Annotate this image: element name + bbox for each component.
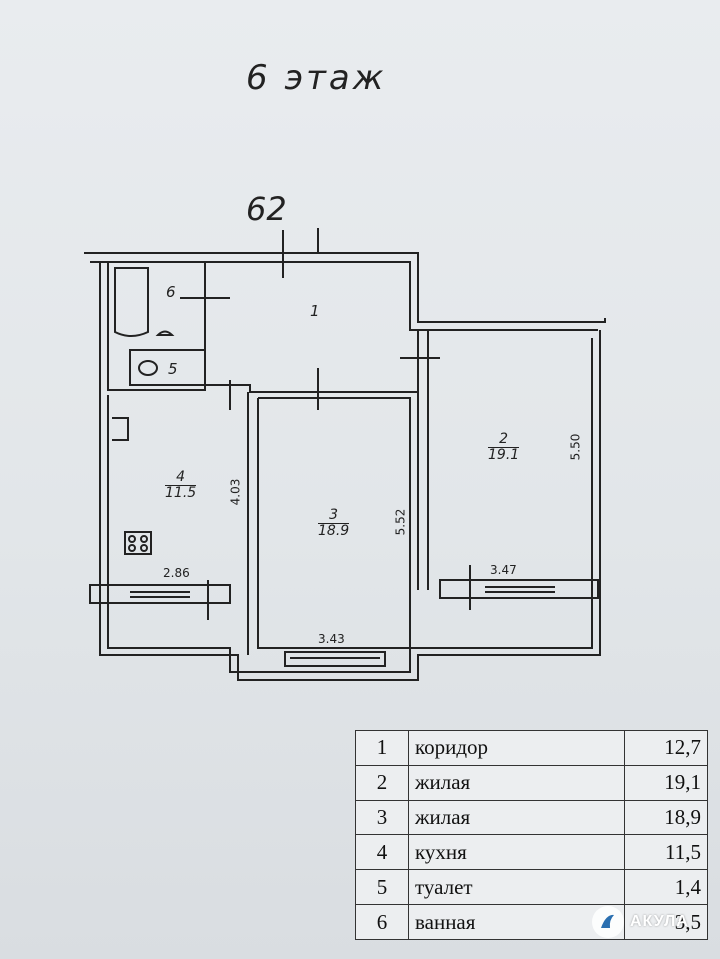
bath-tub (114, 267, 149, 337)
room-6-label: 6 (166, 283, 176, 301)
stove (124, 531, 152, 555)
legend-room-name: жилая (408, 799, 625, 836)
legend-room-area: 11,5 (624, 834, 708, 871)
room-1-label: 1 (310, 302, 320, 320)
room2-width-dim: 3.47 (490, 563, 517, 577)
room-4-area: 11.5 (165, 484, 197, 501)
room3-window (284, 651, 386, 667)
legend-room-number: 2 (355, 764, 409, 801)
corridor-wall (204, 262, 419, 393)
room3-width-dim: 3.43 (318, 632, 345, 646)
legend-room-area: 19,1 (624, 764, 708, 801)
outer-wall (84, 252, 606, 323)
room-3-area: 18.9 (318, 522, 350, 539)
shark-fin-icon (592, 906, 624, 938)
room2-window (439, 579, 599, 599)
room3-wall (247, 392, 411, 655)
legend-room-name: ванная (408, 904, 625, 940)
outer-wall-inner (90, 261, 598, 331)
kitchen-width-dim: 2.86 (163, 566, 190, 580)
brand-watermark: АКУЛА (592, 902, 689, 942)
left-wall-inner (107, 338, 593, 673)
room-2-number: 2 (488, 432, 520, 448)
room-3-number: 3 (318, 508, 350, 524)
room-2-area: 19.1 (488, 446, 520, 463)
room-3-label: 3 18.9 (318, 508, 350, 539)
legend-room-area: 12,7 (624, 730, 708, 766)
legend-room-name: коридор (408, 730, 625, 766)
room2-depth-dim: 5.50 (568, 433, 583, 461)
legend-room-name: кухня (408, 834, 625, 871)
left-wall (99, 262, 601, 681)
legend-room-number: 6 (355, 904, 409, 940)
brand-name: АКУЛА (630, 913, 689, 930)
door-mark (180, 228, 471, 620)
legend-room-area: 1,4 (624, 869, 708, 906)
kitchen-window (89, 584, 231, 604)
legend-room-area: 3,5 (624, 904, 708, 940)
legend-room-name: туалет (408, 869, 625, 906)
room2-left-wall (417, 330, 429, 590)
kitchen-depth-dim: 4.03 (228, 478, 243, 506)
floor-plan-drawing (84, 228, 606, 681)
legend-room-area: 18,9 (624, 799, 708, 836)
room-4-number: 4 (165, 470, 197, 486)
legend-room-number: 5 (355, 869, 409, 906)
apartment-number: 62 (246, 190, 287, 228)
legend-room-name: жилая (408, 764, 625, 801)
legend-room-number: 1 (355, 730, 409, 766)
floor-title: 6 этаж (246, 58, 387, 98)
room-2-label: 2 19.1 (488, 432, 520, 463)
sink (112, 417, 129, 441)
room-4-label: 4 11.5 (165, 470, 197, 501)
room3-depth-dim: 5.52 (393, 508, 408, 536)
room-5-label: 5 (168, 360, 178, 378)
legend-room-number: 3 (355, 799, 409, 836)
legend-room-number: 4 (355, 834, 409, 871)
